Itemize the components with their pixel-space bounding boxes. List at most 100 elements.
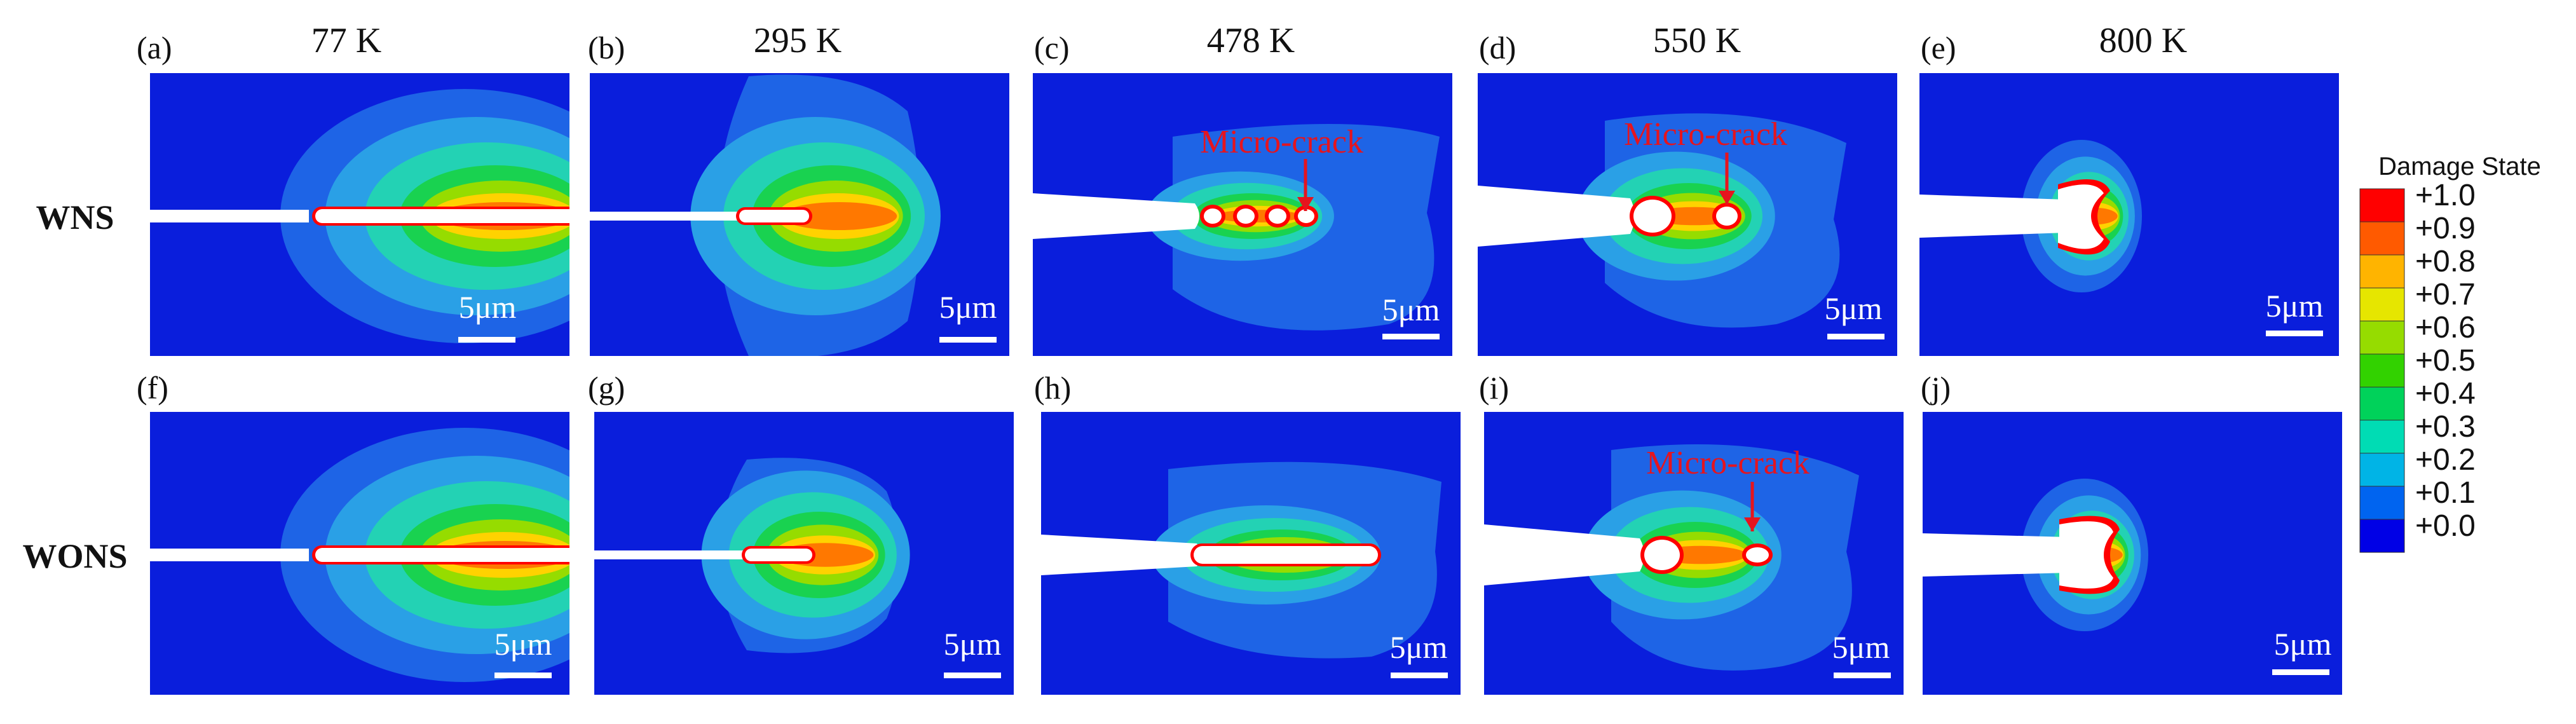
panel-grid bbox=[150, 73, 2342, 695]
legend-swatch-7 bbox=[2359, 420, 2405, 454]
void bbox=[1269, 208, 1286, 224]
contour-panel-i bbox=[1484, 412, 1904, 695]
contour-panel-f bbox=[150, 412, 569, 695]
contour-panel-h bbox=[1041, 412, 1461, 695]
crack-notch bbox=[1919, 195, 2070, 238]
legend-swatch-4 bbox=[2359, 320, 2405, 355]
damage-core-void bbox=[315, 209, 569, 223]
row-label-wns: WNS bbox=[36, 198, 114, 236]
annotation-arrowhead bbox=[1297, 197, 1314, 211]
legend-entry-0-1: +0.1 bbox=[2415, 476, 2476, 510]
annotation-arrowhead bbox=[1719, 191, 1735, 205]
temperature-header-550k: 550 K bbox=[1653, 21, 1741, 60]
scale-bar-label-f: 5μm bbox=[494, 626, 552, 662]
panel-letter-b: (b) bbox=[588, 30, 625, 65]
legend-entry-0-7: +0.7 bbox=[2415, 278, 2476, 311]
damage-core-void bbox=[745, 549, 812, 561]
damage-core-void bbox=[2059, 521, 2113, 589]
legend-swatch-3 bbox=[2359, 287, 2405, 322]
legend-entry-0-9: +0.9 bbox=[2415, 212, 2476, 245]
scale-bar bbox=[944, 673, 1001, 678]
annotation-micro-crack-i: Micro-crack bbox=[1646, 445, 1809, 481]
legend-swatch-5 bbox=[2359, 353, 2405, 388]
temperature-header-295k: 295 K bbox=[754, 21, 842, 60]
panel-contours bbox=[594, 458, 1001, 678]
scale-bar bbox=[1391, 673, 1448, 678]
crack-notch bbox=[1923, 533, 2073, 577]
void bbox=[1633, 200, 1672, 233]
scale-bar-label-i: 5μm bbox=[1832, 629, 1890, 665]
scale-bar-label-c: 5μm bbox=[1382, 292, 1440, 327]
temperature-header-478k: 478 K bbox=[1207, 21, 1295, 60]
damage-core-void bbox=[2058, 184, 2104, 249]
crack-notch bbox=[1041, 535, 1201, 575]
panel-letter-c: (c) bbox=[1034, 30, 1070, 65]
legend-entry-0-6: +0.6 bbox=[2415, 311, 2476, 345]
row-label-wons: WONS bbox=[22, 537, 127, 575]
annotation-arrowhead bbox=[1744, 517, 1761, 531]
contour-panel-g bbox=[594, 412, 1014, 695]
panel-contours bbox=[1041, 461, 1448, 678]
damage-core-void bbox=[315, 548, 569, 562]
panel-letter-a: (a) bbox=[137, 30, 172, 65]
damage-zone-5 bbox=[780, 202, 897, 230]
scale-bar bbox=[1827, 334, 1884, 339]
annotation-micro-crack-d: Micro-crack bbox=[1624, 116, 1787, 153]
legend-swatch-2 bbox=[2359, 254, 2405, 289]
void bbox=[1746, 547, 1769, 563]
void bbox=[1644, 540, 1680, 570]
scale-bar-label-e: 5μm bbox=[2266, 288, 2324, 324]
scale-bar bbox=[2272, 669, 2329, 675]
scale-bar bbox=[1382, 334, 1440, 339]
panel-contours bbox=[1919, 140, 2323, 336]
scale-bar-label-a: 5μm bbox=[459, 289, 517, 325]
legend-entry-1-0: +1.0 bbox=[2415, 179, 2476, 212]
legend-swatch-9 bbox=[2359, 486, 2405, 520]
scale-bar bbox=[458, 337, 515, 343]
panel-letter-j: (j) bbox=[1921, 370, 1951, 406]
legend-entry-0-5: +0.5 bbox=[2415, 344, 2476, 378]
panel-letter-g: (g) bbox=[588, 370, 625, 406]
contour-panel-j bbox=[1923, 412, 2342, 695]
crack-line bbox=[594, 550, 753, 559]
scale-bar-label-h: 5μm bbox=[1390, 629, 1448, 665]
contour-panel-b bbox=[590, 73, 1009, 356]
crack-line bbox=[150, 549, 309, 561]
scale-bar-label-d: 5μm bbox=[1825, 290, 1883, 326]
scale-bar bbox=[1834, 673, 1891, 678]
panel-contours bbox=[1033, 124, 1440, 339]
scale-bar-label-g: 5μm bbox=[944, 626, 1002, 662]
scale-bar bbox=[2266, 331, 2323, 336]
crack-notch bbox=[1033, 193, 1199, 239]
legend-swatch-6 bbox=[2359, 386, 2405, 421]
crack-notch bbox=[1484, 524, 1644, 585]
legend-entry-0-0: +0.0 bbox=[2415, 509, 2476, 543]
legend-swatch-8 bbox=[2359, 453, 2405, 487]
legend-entry-0-2: +0.2 bbox=[2415, 443, 2476, 477]
contour-panel-d bbox=[1478, 73, 1897, 356]
damage-core-void bbox=[739, 210, 809, 222]
legend-swatch-0 bbox=[2359, 188, 2405, 222]
contour-panel-a bbox=[150, 73, 569, 356]
panel-letter-e: (e) bbox=[1921, 30, 1956, 65]
panel-contours bbox=[1923, 479, 2329, 675]
void bbox=[1204, 208, 1222, 224]
crack-line bbox=[590, 212, 752, 221]
panel-letter-d: (d) bbox=[1479, 30, 1516, 65]
panel-contours bbox=[150, 428, 569, 682]
scale-bar-label-j: 5μm bbox=[2274, 626, 2332, 662]
void bbox=[1716, 207, 1738, 226]
legend-swatch-10 bbox=[2359, 519, 2405, 553]
figure-labels: 77 K 295 K 478 K 550 K 800 K WNS WONS (a… bbox=[22, 21, 2540, 665]
contour-panel-c bbox=[1033, 73, 1452, 356]
contour-panel-e bbox=[1919, 73, 2339, 356]
legend-swatch-1 bbox=[2359, 221, 2405, 256]
panel-letter-h: (h) bbox=[1034, 370, 1071, 406]
legend-colorbar bbox=[2359, 188, 2405, 553]
temperature-header-800k: 800 K bbox=[2099, 21, 2187, 60]
legend-entry-0-4: +0.4 bbox=[2415, 377, 2476, 411]
crack-line bbox=[150, 210, 309, 222]
void bbox=[1298, 209, 1314, 223]
